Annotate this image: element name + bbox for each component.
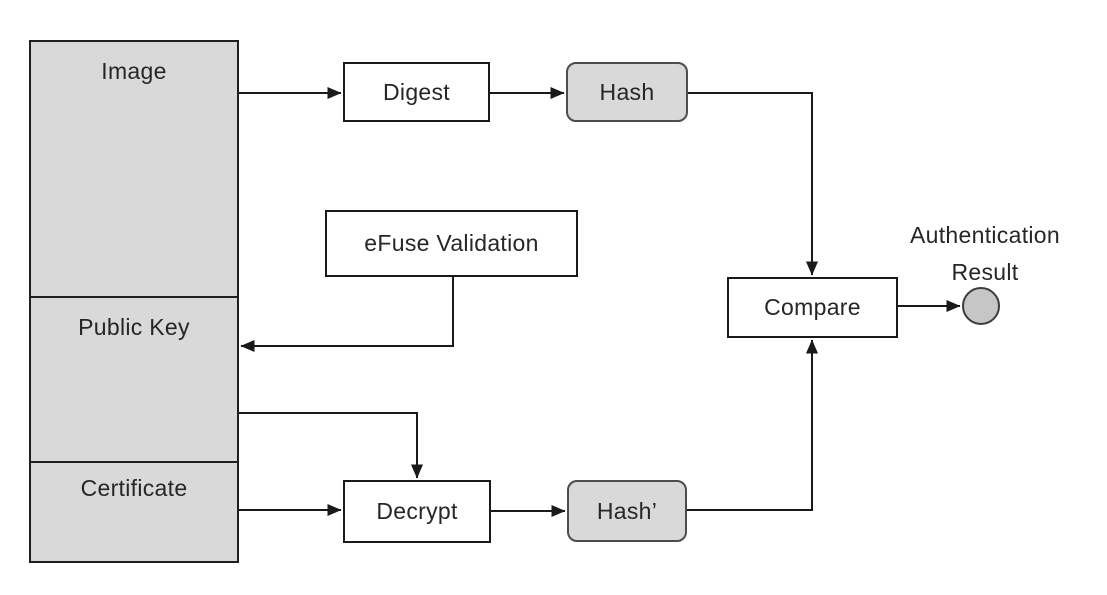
memory-stack: Image Public Key Certificate [29,40,239,563]
edge-efuse-to-public-key [240,277,454,352]
efuse-validation-box: eFuse Validation [325,210,578,277]
edge-hash-to-compare [688,92,818,276]
image-label: Image [101,58,167,84]
decrypt-box: Decrypt [343,480,491,543]
certificate-label: Certificate [80,475,188,501]
stack-section-public-key: Public Key [31,296,237,461]
hash-box: Hash [566,62,688,122]
authentication-result-dot [962,287,1000,325]
digest-box: Digest [343,62,490,122]
stack-section-certificate: Certificate [31,461,237,561]
public-key-label: Public Key [78,314,190,340]
edge-hash-prime-to-compare [687,339,818,511]
edge-public-key-to-decrypt [239,412,423,479]
authentication-result-line1: Authentication [910,222,1060,248]
compare-box: Compare [727,277,898,338]
authentication-result-label: Authentication Result [870,217,1100,291]
authentication-result-line2: Result [951,259,1019,285]
stack-section-image: Image [31,42,237,296]
hash-prime-box: Hash’ [567,480,687,542]
